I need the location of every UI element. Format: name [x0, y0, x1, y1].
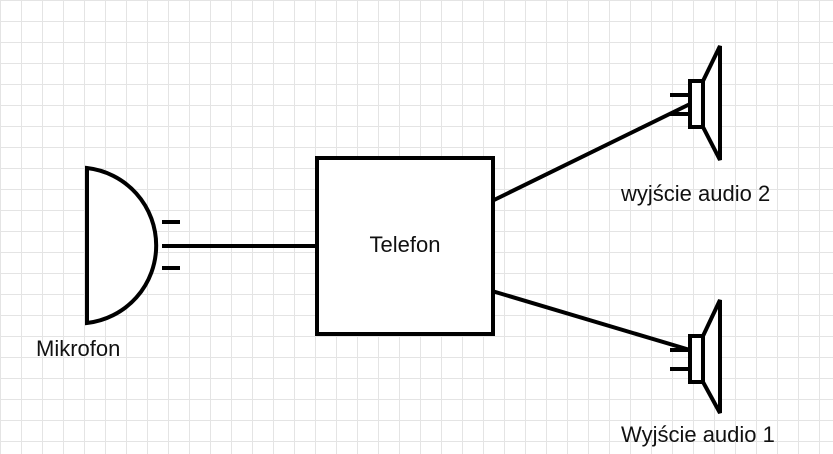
edge-telefon-speaker-top — [491, 102, 691, 203]
telefon-label: Telefon — [369, 232, 441, 257]
speaker-top-label: wyjście audio 2 — [621, 181, 771, 206]
speaker-bottom-label: Wyjście audio 1 — [621, 422, 775, 447]
telefon-box — [315, 156, 495, 336]
edge-telefon-speaker-bottom — [491, 289, 691, 352]
speaker-icon — [670, 299, 722, 414]
microphone-icon — [85, 165, 180, 326]
microphone-label: Mikrofon — [36, 336, 121, 361]
speaker-icon — [670, 45, 722, 161]
